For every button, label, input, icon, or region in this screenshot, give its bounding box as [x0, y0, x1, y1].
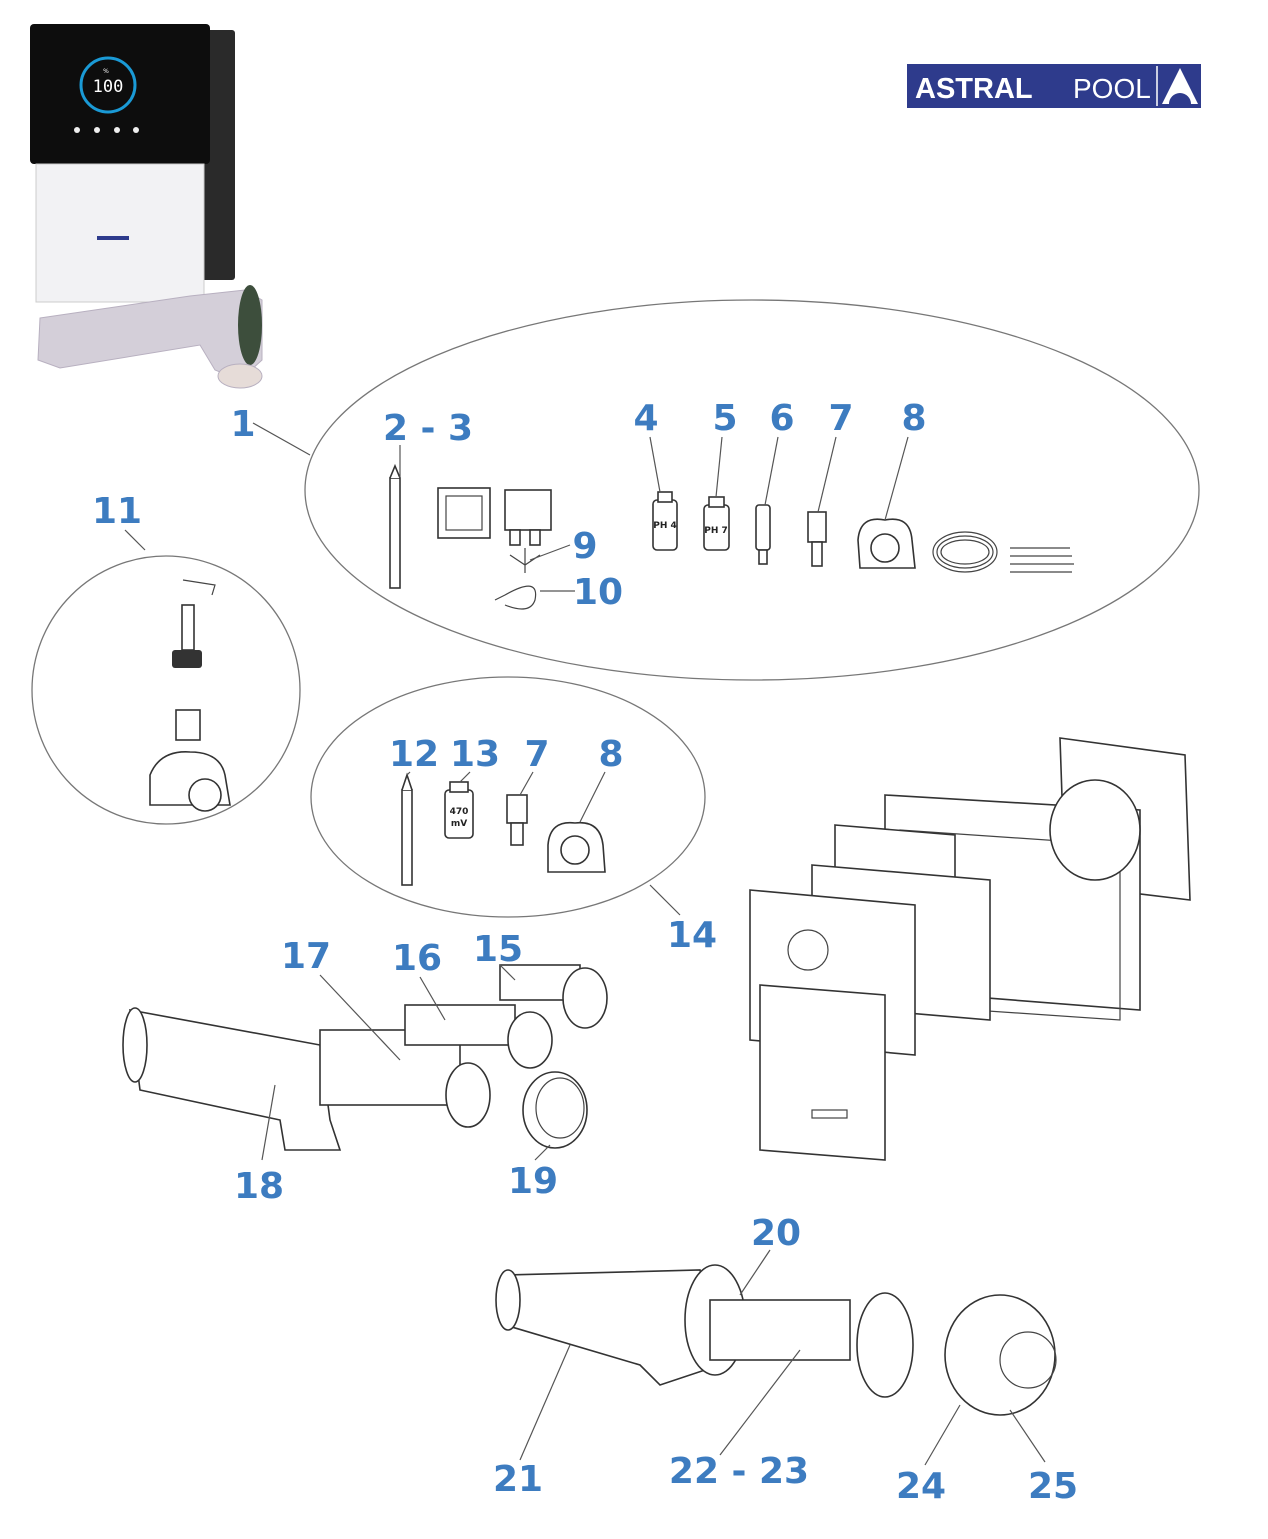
chlorinator-device-photo: 100 % [30, 24, 263, 389]
display-ring [79, 56, 137, 114]
callout-17: 17 [281, 936, 331, 977]
svg-text:POOL: POOL [1073, 73, 1151, 104]
callout-labels: 1 2 - 3 4 5 6 7 8 9 10 11 12 13 7 8 14 1… [92, 398, 1078, 1507]
svg-text:mV: mV [451, 819, 467, 829]
callout-21: 21 [493, 1459, 543, 1500]
callout-19: 19 [508, 1161, 558, 1202]
astralpool-logo: ASTRAL POOL [907, 64, 1201, 108]
accessory-kit-ellipse [304, 299, 1200, 681]
accessory-kit-parts: PH 4 PH 7 [389, 463, 1074, 610]
callout-22-23: 22 - 23 [669, 1451, 809, 1492]
probe-holder-parts [149, 579, 231, 812]
callout-13: 13 [450, 734, 500, 775]
callout-2-3: 2 - 3 [383, 408, 473, 449]
electrolysis-cell-assembly [122, 964, 608, 1151]
callout-16: 16 [392, 938, 442, 979]
callout-14: 14 [667, 915, 717, 956]
cell-assembly-bottom [495, 1264, 1057, 1416]
callout-11: 11 [92, 491, 142, 532]
callout-5: 5 [712, 398, 737, 439]
callout-8b: 8 [598, 734, 623, 775]
callout-9: 9 [572, 526, 597, 567]
display-value: 100 [93, 77, 124, 97]
callout-7b: 7 [524, 734, 549, 775]
svg-text:ASTRAL: ASTRAL [915, 73, 1033, 105]
orp-kit-parts: 470 mV [401, 772, 606, 886]
probe-kit-circle [31, 555, 301, 825]
callout-20: 20 [751, 1213, 801, 1254]
callout-8: 8 [901, 398, 926, 439]
svg-text:PH 4: PH 4 [653, 521, 677, 531]
svg-text:470: 470 [450, 807, 469, 817]
callout-15: 15 [473, 929, 523, 970]
callout-12: 12 [389, 734, 439, 775]
callout-1: 1 [230, 404, 255, 445]
callout-4: 4 [633, 398, 658, 439]
callout-25: 25 [1028, 1466, 1078, 1507]
callout-24: 24 [896, 1466, 946, 1507]
callout-7: 7 [828, 398, 853, 439]
orp-kit-ellipse [310, 676, 706, 918]
display-unit: % [103, 68, 109, 75]
leader-lines [124, 422, 1046, 1466]
control-box-exploded [749, 737, 1191, 1161]
callout-10: 10 [573, 572, 623, 613]
callout-6: 6 [769, 398, 794, 439]
svg-text:PH 7: PH 7 [704, 526, 728, 536]
callout-18: 18 [234, 1166, 284, 1207]
